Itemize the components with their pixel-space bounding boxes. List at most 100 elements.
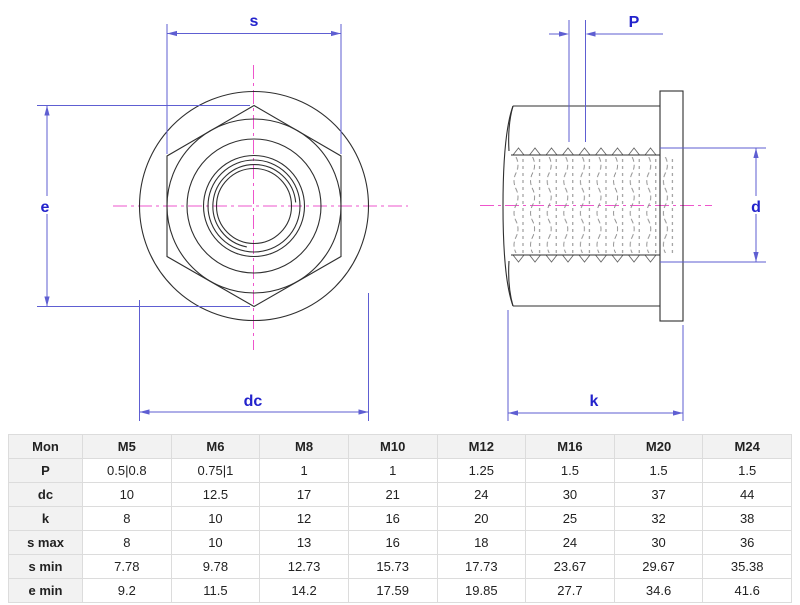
thread-hatch [512, 157, 679, 253]
row-header-cell: s min [8, 554, 83, 579]
side-view-drawing: P d k [480, 14, 766, 421]
dimension-s: s [166, 13, 342, 154]
table-row: s max 8 10 13 16 18 24 30 36 [8, 530, 792, 555]
arrow-left [585, 31, 596, 37]
table-cell: 25 [525, 506, 615, 531]
table-cell: 16 [347, 530, 438, 555]
arrow-up [44, 105, 50, 116]
table-cell: 1.5 [613, 458, 704, 483]
table-cell: 17 [259, 482, 349, 507]
table-row: dc 10 12.5 17 21 24 30 37 44 [8, 482, 792, 507]
table-cell: 24 [436, 482, 527, 507]
hex-chamfer-arc-top [508, 105, 514, 152]
table-cell: 10 [82, 482, 172, 507]
table-cell: 17.59 [347, 578, 438, 603]
e-label: e [41, 199, 50, 216]
table-cell: 37 [613, 482, 704, 507]
row-header-cell: dc [8, 482, 83, 507]
table-cell: 36 [702, 530, 792, 555]
flange-cone-circle [186, 138, 322, 274]
side-outline [502, 90, 684, 322]
column-header-cell: Mon [8, 434, 83, 459]
table-cell: 19.85 [436, 578, 527, 603]
table-cell: 11.5 [170, 578, 261, 603]
flange-plate [659, 90, 684, 322]
spec-table: Mon M5 M6 M8 M10 M12 M16 M20 M24 P 0.5|0… [8, 434, 792, 603]
table-cell: 34.6 [613, 578, 704, 603]
table-cell: 35.38 [702, 554, 792, 579]
column-header-cell: M5 [82, 434, 172, 459]
table-cell: 7.78 [82, 554, 172, 579]
dimension-d: d [660, 147, 766, 263]
table-row: P 0.5|0.8 0.75|1 1 1 1.25 1.5 1.5 1.5 [8, 458, 792, 483]
table-cell: 16 [347, 506, 438, 531]
front-view-drawing: s e d [37, 13, 408, 421]
table-cell: 18 [436, 530, 527, 555]
table-cell: 0.75|1 [170, 458, 261, 483]
front-outline [138, 90, 370, 322]
hex-chamfer-arc-bottom [508, 260, 514, 307]
table-cell: 23.67 [525, 554, 615, 579]
table-cell: 17.73 [436, 554, 527, 579]
table-cell: 32 [613, 506, 704, 531]
table-cell: 10 [170, 530, 261, 555]
table-cell: 15.73 [347, 554, 438, 579]
table-row: e min 9.2 11.5 14.2 17.59 19.85 27.7 34.… [8, 578, 792, 603]
table-cell: 0.5|0.8 [82, 458, 172, 483]
thread-major-arc [212, 164, 297, 248]
dimension-dc: dc [139, 293, 369, 421]
row-header-cell: e min [8, 578, 83, 603]
arrow-right [331, 30, 341, 37]
hexagon [166, 104, 342, 308]
column-header-cell: M20 [613, 434, 704, 459]
arrow-left [508, 410, 518, 416]
arrow-left [139, 409, 150, 415]
arrow-down [44, 296, 50, 307]
arrow-right [673, 410, 683, 416]
table-cell: 1.5 [702, 458, 792, 483]
table-cell: 12 [259, 506, 349, 531]
k-label: k [590, 393, 599, 410]
chamfer-circle [166, 118, 342, 294]
dc-label: dc [244, 393, 263, 410]
P-label: P [629, 14, 640, 31]
column-header-cell: M6 [170, 434, 261, 459]
row-header-cell: P [8, 458, 83, 483]
countersink-circle [207, 159, 301, 253]
table-cell: 29.67 [613, 554, 704, 579]
table-cell: 41.6 [702, 578, 792, 603]
table-cell: 1 [259, 458, 349, 483]
table-cell: 27.7 [525, 578, 615, 603]
arrow-left [167, 30, 177, 37]
column-header-cell: M24 [702, 434, 792, 459]
arrow-down [753, 252, 759, 262]
column-header-cell: M10 [347, 434, 438, 459]
table-cell: 1.5 [525, 458, 615, 483]
d-label: d [751, 199, 761, 216]
table-cell: 10 [170, 506, 261, 531]
table-cell: 8 [82, 506, 172, 531]
table-cell: 21 [347, 482, 438, 507]
washer-face-circle [202, 154, 306, 258]
dimension-e: e [37, 105, 250, 307]
table-cell: 13 [259, 530, 349, 555]
hex-silhouette-edge [502, 105, 514, 307]
arrow-right [559, 31, 569, 37]
technical-drawing: s e d [37, 13, 766, 421]
dimension-P: P [549, 14, 663, 142]
table-cell: 44 [702, 482, 792, 507]
table-cell: 20 [436, 506, 527, 531]
table-row: s min 7.78 9.78 12.73 15.73 17.73 23.67 … [8, 554, 792, 579]
table-cell: 1 [347, 458, 438, 483]
arrow-right [358, 409, 369, 415]
table-cell: 14.2 [259, 578, 349, 603]
s-label: s [250, 13, 259, 30]
table-cell: 8 [82, 530, 172, 555]
thread-minor-circle [215, 167, 293, 245]
dimension-k: k [507, 310, 684, 421]
table-cell: 38 [702, 506, 792, 531]
column-header-cell: M12 [436, 434, 527, 459]
column-header-cell: M16 [525, 434, 615, 459]
table-cell: 30 [525, 482, 615, 507]
table-cell: 1.25 [436, 458, 527, 483]
